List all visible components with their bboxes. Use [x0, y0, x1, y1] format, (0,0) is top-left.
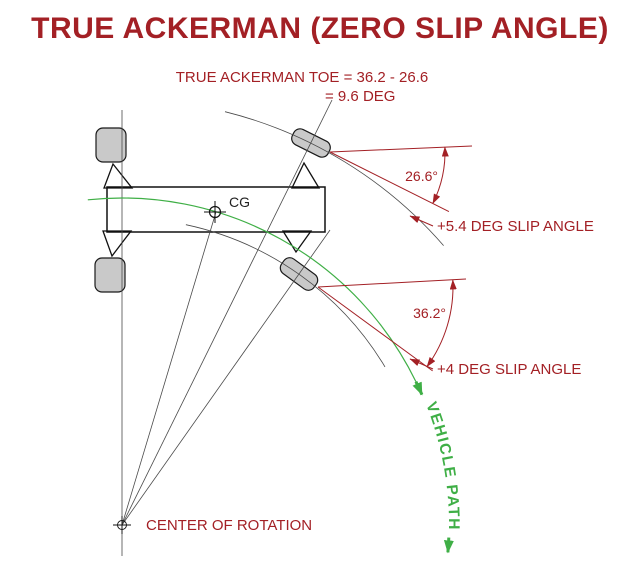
inner-slip-angle-label: +4 DEG SLIP ANGLE: [437, 361, 581, 378]
outer-reference-line: [329, 145, 473, 153]
inner-reference-line: [317, 278, 467, 288]
outer-angle-arc: [432, 146, 449, 204]
outer-steer-angle-label: 26.6°: [405, 168, 438, 184]
suspension-arm-rear-right: [102, 230, 133, 258]
formula-line1: TRUE ACKERMAN TOE = 36.2 - 26.6: [176, 69, 428, 86]
suspension-arm-front-outer: [290, 161, 321, 189]
radius-to-front-outer-line: [121, 99, 333, 526]
vehicle-path-arrow-bottom: [443, 537, 454, 554]
rear-right-wheel: [94, 257, 126, 293]
outer-slip-leader-arrow: [409, 215, 434, 227]
inner-slip-leader-arrow: [409, 358, 434, 370]
inner-wheel-plane-line: [317, 286, 433, 372]
vehicle-path-label: VEHICLE PATH: [422, 400, 462, 531]
vehicle-path-arrow-top: [412, 380, 424, 396]
inner-angle-arc: [426, 279, 457, 368]
suspension-arm-front-inner: [281, 230, 313, 254]
center-of-rotation-label: CENTER OF ROTATION: [146, 517, 312, 534]
inner-steer-angle-label: 36.2°: [413, 305, 446, 321]
rear-left-wheel: [95, 127, 127, 163]
radius-to-cg-line: [121, 211, 217, 526]
center-of-rotation: CENTER OF ROTATION: [113, 516, 312, 534]
formula-line2: = 9.6 DEG: [325, 88, 395, 105]
radius-lines: [121, 99, 444, 556]
page-title: TRUE ACKERMAN (ZERO SLIP ANGLE): [31, 12, 609, 45]
vehicle-path: VEHICLE PATH: [87, 197, 462, 554]
vehicle-path-arc-thin: [87, 197, 417, 382]
outer-slip-angle-label: +5.4 DEG SLIP ANGLE: [437, 218, 594, 235]
cg-label: CG: [229, 194, 250, 210]
inner-wheel-dimensions: 36.2° +4 DEG SLIP ANGLE: [317, 278, 581, 378]
chassis: [106, 186, 326, 233]
front-inner-wheel-path-arc: [185, 224, 386, 368]
outer-wheel-dimensions: 26.6° +5.4 DEG SLIP ANGLE: [329, 145, 594, 235]
radius-to-front-inner-line: [121, 229, 331, 526]
front-outer-wheel-path-arc: [224, 111, 444, 246]
cg-marker: CG: [204, 194, 250, 223]
headings: TRUE ACKERMAN (ZERO SLIP ANGLE) TRUE ACK…: [31, 12, 609, 105]
outer-wheel-plane-line: [329, 151, 450, 213]
suspension-arm-rear-left: [103, 162, 134, 189]
vehicle-body: [102, 161, 326, 258]
